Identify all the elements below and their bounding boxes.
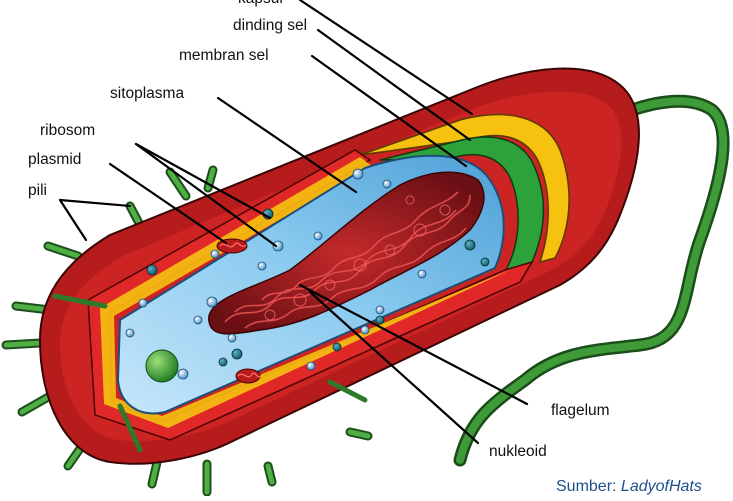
label-sitoplasma: sitoplasma xyxy=(110,85,185,102)
label-flagelum: flagelum xyxy=(551,402,610,419)
ribosomes-dark xyxy=(146,208,490,367)
label-nukleoid: nukleoid xyxy=(489,443,547,460)
label-dinding-sel: dinding sel xyxy=(233,17,308,34)
membrane-edges xyxy=(52,293,368,453)
plasmid-2 xyxy=(235,368,261,384)
source-credit: Sumber: LadyofHats xyxy=(556,479,702,495)
storage-granule xyxy=(145,349,179,383)
source-author: LadyofHats xyxy=(620,478,702,495)
label-membran-sel: membran sel xyxy=(179,47,269,64)
leader-lines xyxy=(58,0,529,445)
nucleoid xyxy=(207,171,485,335)
label-ribosom: ribosom xyxy=(40,122,96,139)
ribosomes xyxy=(125,168,427,380)
label-kapsul: kapsul xyxy=(238,0,283,7)
label-plasmid: plasmid xyxy=(28,151,82,168)
source-prefix: Sumber: xyxy=(556,478,621,495)
flagellum xyxy=(453,94,730,467)
label-pili: pili xyxy=(28,182,47,199)
cell-wall xyxy=(359,113,570,264)
